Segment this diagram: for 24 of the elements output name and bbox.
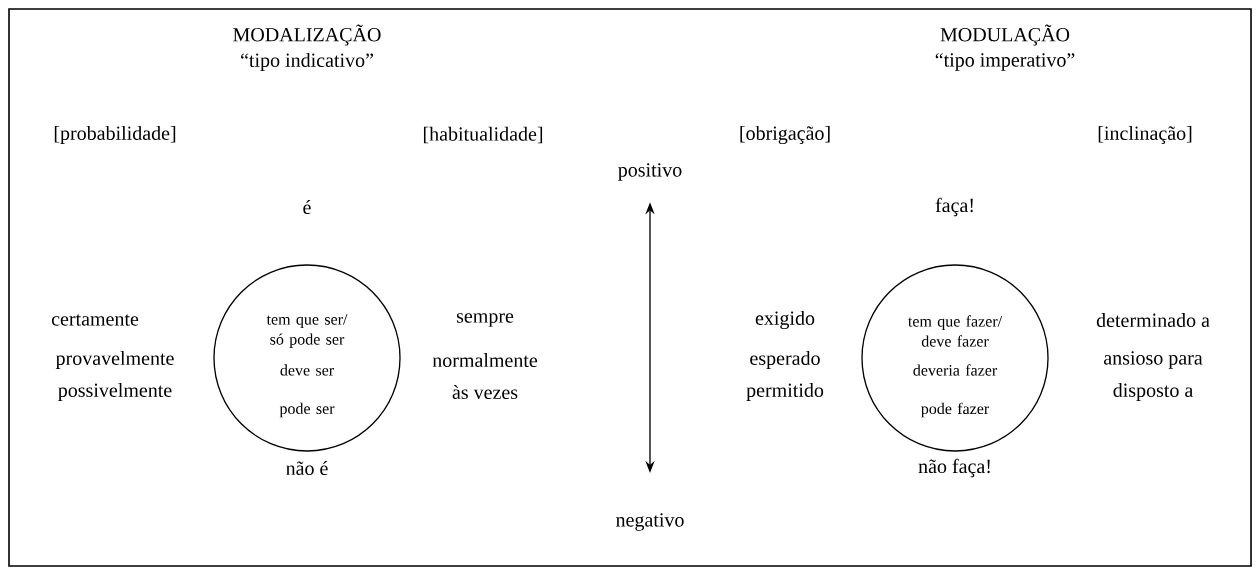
label: disposto a — [1113, 382, 1193, 402]
category-label: [probabilidade] — [54, 125, 176, 145]
label: provavelmente — [55, 350, 174, 370]
subheading: “tipo indicativo” — [241, 52, 373, 72]
label: normalmente — [432, 353, 538, 368]
label: exigido — [755, 310, 815, 330]
pole-label: positivo — [618, 163, 682, 181]
label: faça! — [935, 197, 973, 217]
label: é — [303, 199, 311, 215]
heading: MODULAÇÃO — [940, 24, 1070, 46]
label: possivelmente — [58, 382, 172, 402]
category-label: [obrigação] — [740, 125, 830, 145]
label: determinado a — [1096, 313, 1210, 328]
subheading: “tipo imperativo” — [935, 53, 1075, 71]
heading: MODALIZAÇÃO — [233, 24, 381, 46]
label: permitido — [746, 382, 824, 402]
pole-label: negativo — [616, 513, 684, 531]
label: sempre — [456, 313, 514, 327]
label: às vezes — [452, 384, 518, 400]
category-label: [inclinação] — [1098, 125, 1192, 145]
label: esperado — [750, 350, 820, 370]
label: ansioso para — [1104, 351, 1203, 369]
category-label: [habitualidade] — [423, 126, 543, 144]
label: certamente — [51, 314, 139, 326]
